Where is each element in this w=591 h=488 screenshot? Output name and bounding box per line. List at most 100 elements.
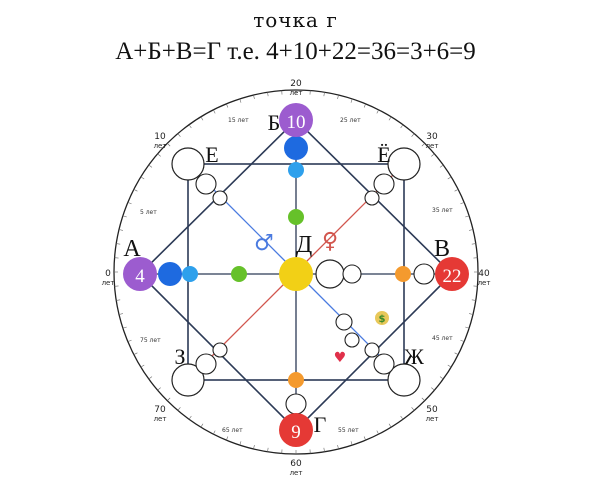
age-tick bbox=[350, 98, 353, 103]
age-tick bbox=[337, 445, 339, 450]
corner-E-circle bbox=[171, 147, 205, 181]
age-label-40: 40 bbox=[478, 269, 490, 279]
age-tick bbox=[454, 352, 459, 355]
age-tick bbox=[167, 397, 171, 401]
age-tick bbox=[140, 176, 145, 180]
inner-YO-2 bbox=[364, 190, 380, 206]
letter-V: В bbox=[434, 236, 450, 262]
age-tick bbox=[157, 387, 161, 391]
age-label-60: 60 bbox=[290, 459, 302, 469]
age-label-60-let: лет bbox=[290, 469, 303, 477]
age-label-50: 50 bbox=[426, 405, 438, 415]
age-tick bbox=[431, 153, 435, 157]
female-icon: ♀ bbox=[322, 229, 338, 254]
age-tick bbox=[267, 447, 269, 452]
money-bag-icon: $ bbox=[379, 314, 386, 325]
age-tick bbox=[376, 430, 379, 435]
top-lightblue-circle bbox=[288, 162, 304, 178]
right-orange-circle bbox=[395, 266, 411, 282]
age-label-30-let: лет bbox=[426, 142, 439, 150]
age-tick bbox=[226, 436, 229, 441]
age-tick bbox=[177, 133, 181, 137]
age-tick bbox=[253, 445, 255, 450]
age-ticks bbox=[114, 90, 478, 454]
age-label-10-let: лет bbox=[154, 142, 167, 150]
page-title: точка г bbox=[253, 8, 338, 32]
money-bag-icon-bg bbox=[375, 311, 389, 325]
age-label-65: 65 лет bbox=[222, 427, 243, 434]
age-label-40-let: лет bbox=[478, 279, 491, 287]
age-tick bbox=[118, 229, 123, 231]
age-tick bbox=[226, 103, 229, 108]
inner-Z-2 bbox=[212, 342, 228, 358]
age-tick bbox=[140, 364, 145, 368]
letter-E: Е bbox=[205, 142, 218, 167]
letter-G: Г bbox=[314, 412, 327, 437]
age-tick bbox=[177, 407, 181, 411]
age-tick bbox=[447, 364, 452, 368]
age-tick bbox=[267, 92, 269, 97]
age-label-20: 20 bbox=[290, 79, 302, 89]
age-tick bbox=[388, 116, 392, 121]
age-tick bbox=[167, 143, 171, 147]
age-label-50-let: лет bbox=[426, 415, 439, 423]
age-tick bbox=[460, 339, 465, 342]
age-tick bbox=[116, 243, 121, 245]
right-white-circle-2 bbox=[342, 264, 362, 284]
bottom-orange-circle bbox=[288, 372, 304, 388]
age-tick bbox=[127, 202, 132, 205]
age-tick bbox=[431, 387, 435, 391]
right-number-circle bbox=[435, 257, 469, 291]
age-tick bbox=[469, 313, 474, 315]
left-green-circle bbox=[231, 266, 247, 282]
age-tick bbox=[118, 313, 123, 315]
age-tick bbox=[465, 215, 470, 218]
bottom-white-circle bbox=[285, 393, 307, 415]
age-tick bbox=[148, 164, 153, 168]
age-tick bbox=[363, 436, 366, 441]
inner-ZH-2 bbox=[364, 342, 380, 358]
age-tick bbox=[213, 430, 216, 435]
age-tick bbox=[447, 176, 452, 180]
inner-female-circle bbox=[344, 332, 360, 348]
age-tick bbox=[337, 94, 339, 99]
age-tick bbox=[471, 299, 476, 301]
top-number-circle bbox=[279, 103, 313, 137]
bottom-number-circle bbox=[279, 413, 313, 447]
age-label-25: 25 лет bbox=[340, 117, 361, 124]
age-tick bbox=[471, 243, 476, 245]
letter-ZH: Ж bbox=[404, 344, 424, 369]
age-label-70-let: лет bbox=[154, 415, 167, 423]
age-tick bbox=[439, 376, 444, 380]
age-label-75: 75 лет bbox=[140, 337, 161, 344]
letter-D: Д bbox=[296, 232, 312, 258]
top-blue-circle bbox=[284, 136, 308, 160]
corner-ZH-circle bbox=[387, 363, 421, 397]
age-tick bbox=[469, 229, 474, 231]
age-tick bbox=[411, 133, 415, 137]
corner-YO-circle bbox=[387, 147, 421, 181]
age-tick bbox=[411, 407, 415, 411]
left-blue-circle bbox=[158, 262, 182, 286]
age-tick bbox=[157, 153, 161, 157]
letter-A: А bbox=[123, 236, 141, 262]
letter-Z: З bbox=[174, 344, 185, 369]
age-tick bbox=[133, 352, 138, 355]
age-label-55: 55 лет bbox=[338, 427, 359, 434]
age-tick bbox=[122, 215, 127, 218]
age-tick bbox=[213, 109, 216, 114]
age-tick bbox=[400, 415, 404, 420]
inner-E-1 bbox=[195, 173, 217, 195]
inner-male-circle bbox=[335, 313, 353, 331]
age-label-35: 35 лет bbox=[432, 207, 453, 214]
age-tick bbox=[454, 189, 459, 192]
age-tick bbox=[400, 124, 404, 129]
age-tick bbox=[421, 143, 425, 147]
male-icon: ♂ bbox=[254, 231, 274, 256]
age-label-15: 15 лет bbox=[228, 117, 249, 124]
age-tick bbox=[122, 326, 127, 329]
corner-Z-circle bbox=[171, 363, 205, 397]
inner-ZH-1 bbox=[373, 353, 395, 375]
letter-YO: Ё bbox=[377, 142, 390, 167]
